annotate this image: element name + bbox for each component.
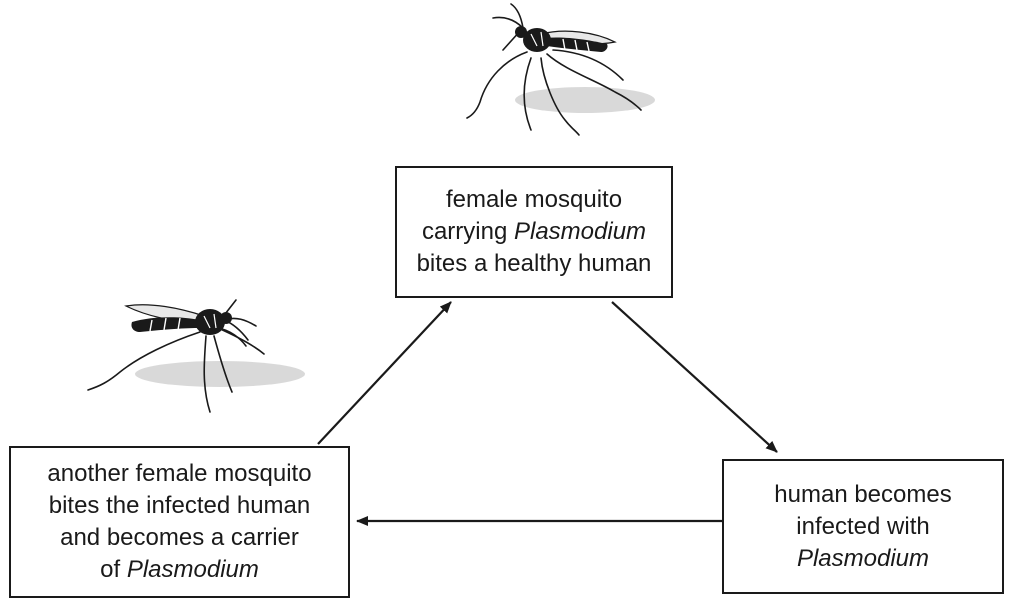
box-left-line-2: bites the infected human: [49, 490, 311, 522]
plasmodium-term: Plasmodium: [127, 556, 259, 583]
box-left-line-3: and becomes a carrier: [60, 522, 299, 554]
box-right-line-1: human becomes: [774, 479, 951, 511]
box-left-line-4-text: of: [100, 556, 127, 583]
box-top-line-1: female mosquito: [446, 184, 622, 216]
mosquito-top-icon: [467, 4, 655, 135]
box-top-line-2-text: carrying: [422, 218, 514, 245]
box-right-line-2: infected with: [796, 511, 929, 543]
box-left-line-4: of Plasmodium: [100, 554, 259, 586]
mosquito-left-icon: [88, 300, 305, 412]
plasmodium-term: Plasmodium: [797, 545, 929, 572]
step-box-infected-mosquito-bites: female mosquito carrying Plasmodium bite…: [395, 166, 673, 298]
step-box-mosquito-becomes-carrier: another female mosquito bites the infect…: [9, 446, 350, 598]
box-top-line-3: bites a healthy human: [417, 248, 652, 280]
box-top-line-2: carrying Plasmodium: [422, 216, 646, 248]
box-right-line-3: Plasmodium: [797, 543, 929, 575]
box-left-line-1: another female mosquito: [47, 458, 311, 490]
plasmodium-term: Plasmodium: [514, 218, 646, 245]
step-box-human-infected: human becomes infected with Plasmodium: [722, 459, 1004, 594]
